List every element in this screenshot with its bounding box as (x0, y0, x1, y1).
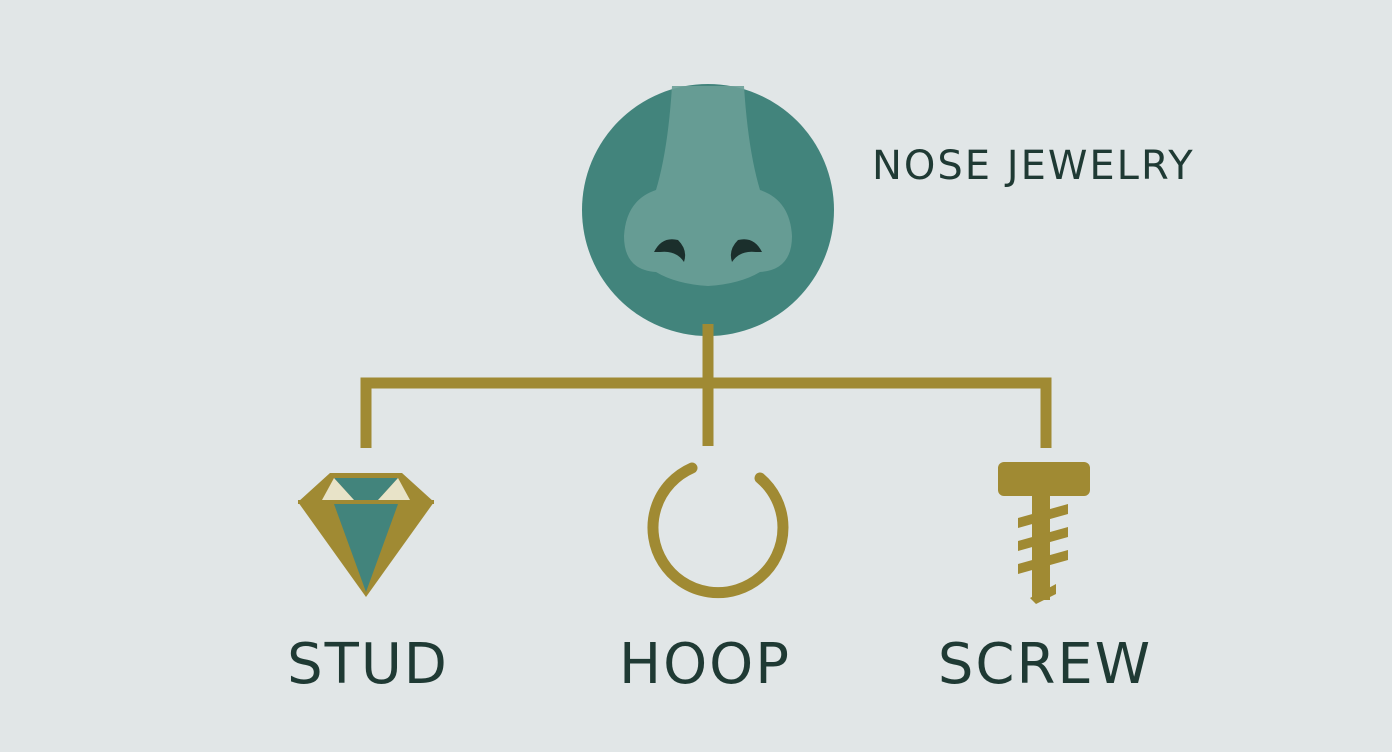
node-label-stud: STUD (287, 632, 449, 697)
node-label-screw: SCREW (937, 632, 1153, 697)
nose-icon (582, 84, 834, 336)
screw-icon (998, 462, 1090, 604)
node-label-hoop: HOOP (618, 632, 792, 697)
diamond-icon (298, 473, 434, 597)
diagram-title: NOSE JEWELRY (872, 143, 1195, 189)
branch-line (360, 377, 1052, 448)
ring-icon (647, 462, 789, 599)
connector-lines (360, 324, 1052, 448)
